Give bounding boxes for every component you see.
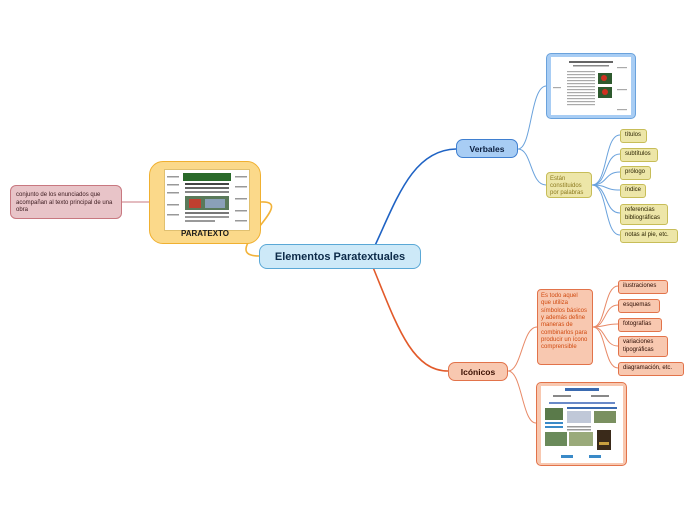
verbal-leaf-label: referencias bibliográficas xyxy=(625,207,661,221)
verbal-leaf-subtitulos[interactable]: subtítulos xyxy=(620,148,658,162)
iconic-leaf-diagramacion[interactable]: diagramación, etc. xyxy=(618,362,684,376)
verbal-leaf-label: títulos xyxy=(625,132,642,138)
iconic-leaf-label: ilustraciones xyxy=(623,283,657,289)
document-thumbnail[interactable] xyxy=(546,53,636,119)
paratexto-node[interactable]: PARATEXTO xyxy=(149,161,261,244)
verbales-description-text: Están constituidos por palabras xyxy=(550,176,584,197)
definition-text: conjunto de los enunciados que acompañan… xyxy=(16,192,113,213)
iconicos-description-node[interactable]: Es todo aquel que utiliza símbolos básic… xyxy=(537,289,593,365)
iconic-thumbnail[interactable] xyxy=(536,382,627,466)
iconicos-label: Icónicos xyxy=(460,366,496,377)
iconic-leaf-fotografias[interactable]: fotografías xyxy=(618,318,662,332)
verbal-leaf-notas[interactable]: notas al pie, etc. xyxy=(620,229,678,243)
iconic-leaf-variaciones[interactable]: variaciones tipográficas xyxy=(618,336,668,357)
iconic-leaf-ilustraciones[interactable]: ilustraciones xyxy=(618,280,668,294)
verbales-label: Verbales xyxy=(469,143,505,154)
central-topic[interactable]: Elementos Paratextuales xyxy=(259,244,421,269)
iconicos-description-text: Es todo aquel que utiliza símbolos básic… xyxy=(541,293,588,351)
verbal-leaf-indice[interactable]: índice xyxy=(620,184,646,198)
verbal-leaf-label: notas al pie, etc. xyxy=(625,232,669,238)
verbal-leaf-prologo[interactable]: prólogo xyxy=(620,166,651,180)
infographic-image xyxy=(541,386,623,463)
verbal-leaf-referencias[interactable]: referencias bibliográficas xyxy=(620,204,668,225)
iconic-leaf-label: diagramación, etc. xyxy=(623,365,673,371)
iconic-leaf-label: fotografías xyxy=(623,321,652,327)
verbal-leaf-label: índice xyxy=(625,187,642,193)
iconic-leaf-label: esquemas xyxy=(623,302,651,308)
verbal-leaf-label: subtítulos xyxy=(625,151,651,157)
definition-node[interactable]: conjunto de los enunciados que acompañan… xyxy=(10,185,122,219)
newspaper-thumbnail xyxy=(164,169,250,231)
verbal-leaf-titulos[interactable]: títulos xyxy=(620,129,647,143)
iconic-leaf-esquemas[interactable]: esquemas xyxy=(618,299,660,313)
verbal-leaf-label: prólogo xyxy=(625,169,646,175)
verbales-node[interactable]: Verbales xyxy=(456,139,518,158)
central-topic-title: Elementos Paratextuales xyxy=(274,250,406,263)
verbales-description-node[interactable]: Están constituidos por palabras xyxy=(546,172,592,198)
document-page-image xyxy=(551,57,631,115)
paratexto-label: PARATEXTO xyxy=(180,229,229,238)
iconicos-node[interactable]: Icónicos xyxy=(448,362,508,381)
newspaper-image xyxy=(165,170,249,230)
iconic-leaf-label: variaciones tipográficas xyxy=(623,339,654,353)
